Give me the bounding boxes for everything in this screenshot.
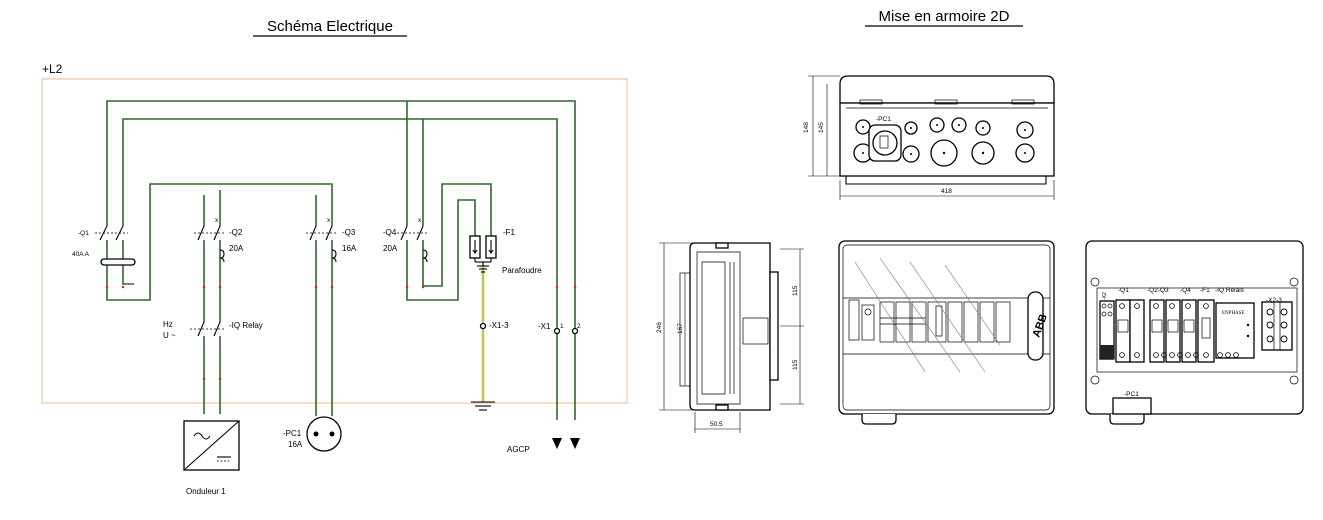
q3-breaker: x -Q3 16A [306, 217, 357, 263]
interior-q1: -Q1 [1118, 287, 1129, 294]
svg-text:x: x [215, 217, 219, 224]
interior-x2-3: -X2-3 [1266, 297, 1282, 304]
dim-148: 148 [803, 122, 810, 133]
iq-hz: Hz [163, 320, 173, 329]
svg-text:x: x [327, 217, 331, 224]
q4-rating: 20A [383, 244, 398, 253]
pc1-label: -PC1 [283, 429, 302, 438]
dim-246: 246 [656, 322, 663, 333]
iq-u: U ~ [163, 331, 176, 340]
iq-relay: -IQ Relay Hz U ~ [163, 320, 263, 342]
iq-relay-label: -IQ Relay [229, 321, 263, 330]
pc1-socket: -PC1 16A [283, 416, 342, 452]
q2-breaker: x -Q2 20A [194, 217, 244, 263]
location-label: +L2 [42, 62, 63, 76]
q4-breaker: x -Q4 20A [383, 217, 429, 263]
q3-rating: 16A [342, 244, 357, 253]
enclosure-top-view: -PC1 148 145 418 [803, 75, 1055, 200]
q1-breaker: -Q1 40A A [72, 225, 136, 266]
enclosure-side-view: 246 167 115 115 50.5 [656, 242, 804, 433]
inverter-label: Onduleur 1 [186, 487, 226, 496]
dim-167: 167 [677, 323, 684, 334]
dim-418: 418 [941, 188, 952, 195]
interior-q2-q3: -Q2-Q3 [1147, 287, 1169, 294]
x1-label: -X1 [538, 322, 551, 331]
enclosure-boundary [41, 78, 628, 404]
x1-3-label: -X1-3 [489, 321, 509, 330]
interior-q4: -Q4 [1180, 287, 1191, 294]
interior-enphase: ENPHASE [1222, 311, 1245, 316]
f1-label: -F1 [503, 228, 516, 237]
q1-rating: 40A A [72, 251, 90, 258]
pc1-rating: 16A [288, 440, 303, 449]
q2-label: -Q2 [229, 228, 243, 237]
q1-label: -Q1 [78, 230, 89, 237]
inverter-symbol: Onduleur 1 [183, 420, 240, 496]
svg-text:x: x [418, 217, 422, 224]
green-wiring [106, 100, 576, 420]
x1-t1: 1 [560, 323, 564, 330]
enclosure-interior-view: -Q1 -Q2-Q3 -Q4 -F1 -IQ Relais -X2-3 -X2 … [1085, 240, 1304, 425]
q2-rating: 20A [229, 244, 244, 253]
q4-label: -Q4 [383, 228, 397, 237]
dim-145: 145 [818, 122, 825, 133]
interior-f1: -F1 [1200, 287, 1210, 294]
enclosure-front-view: ABB [838, 240, 1055, 425]
connection-dots [105, 285, 577, 381]
f1-type: Parafoudre [502, 266, 542, 275]
interior-pc1: -PC1 [1124, 391, 1139, 398]
interior-x2: -X2 [1102, 292, 1108, 300]
f1-surge-arrester: -F1 Parafoudre [469, 228, 542, 275]
earth-terminal: -X1-3 [471, 321, 509, 411]
q3-label: -Q3 [342, 228, 356, 237]
interior-iq-relais: -IQ Relais [1215, 287, 1245, 294]
armoire-title: Mise en armoire 2D [879, 8, 1010, 25]
x1-t2: 2 [577, 323, 581, 330]
schema-title: Schéma Electrique [267, 18, 393, 35]
top-pc1-label: -PC1 [876, 116, 891, 123]
dim-115-upper: 115 [792, 285, 799, 296]
grid-terminals: -X1 1 2 AGCP [507, 322, 581, 454]
grid-label: AGCP [507, 445, 530, 454]
dim-50-5: 50.5 [710, 421, 723, 428]
dim-115-lower: 115 [792, 359, 799, 370]
